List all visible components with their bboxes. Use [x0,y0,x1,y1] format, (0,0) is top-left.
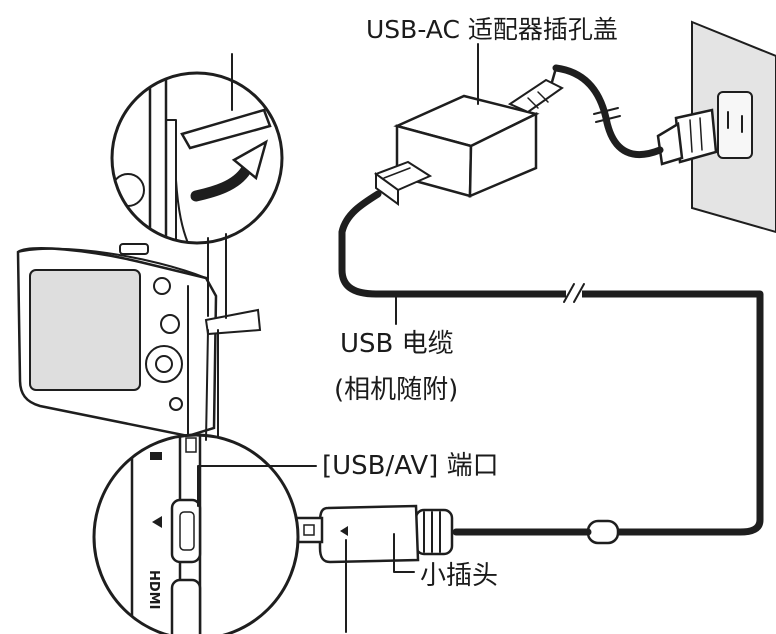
callout-lines [197,43,479,633]
connector-lines [205,233,227,441]
usb-cable-label: USB 电缆 [340,329,454,359]
adapter-cover-label: USB-AC 适配器插孔盖 [366,15,618,44]
camera [16,243,262,438]
micro-usb-plug [294,504,454,564]
port-detail-view: HDMI [92,433,300,634]
usb-av-port-label: [USB/AV] 端口 [322,451,499,481]
port-triangle-icon [152,516,162,528]
triangle-mark-icon [340,526,348,536]
power-plug [552,64,718,166]
usb-cable [338,190,764,545]
micro-plug-label: 小插头 [420,561,498,591]
hdmi-port [170,578,202,634]
cable-note-label: (相机随附) [334,375,458,405]
cover-detail-view [110,71,284,245]
camera-screen [29,269,141,391]
hdmi-label: HDMI [146,570,161,609]
usb-ac-adapter [373,66,564,206]
